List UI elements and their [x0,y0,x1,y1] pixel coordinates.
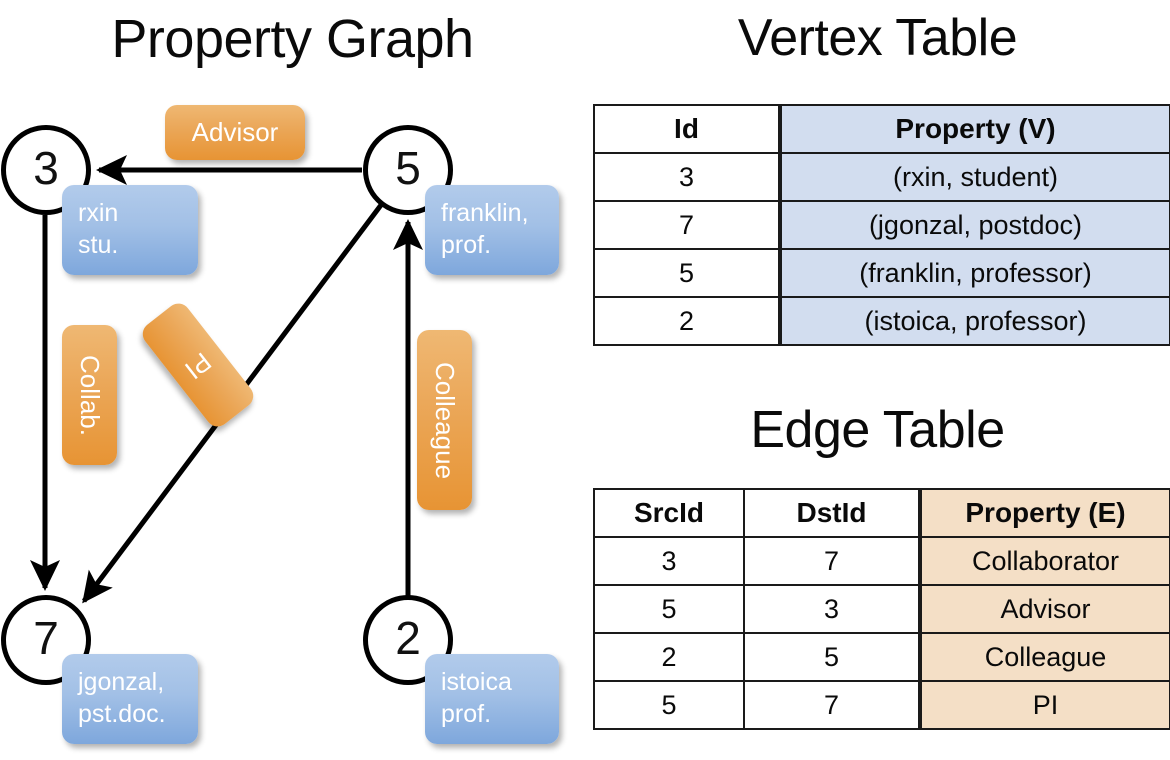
page-title-edge-table: Edge Table [750,401,1005,459]
vertex-row-2-id: 5 [593,248,781,298]
edge-table-header-row: SrcId DstId Property (E) [593,488,1170,538]
edge-table-header-srcid: SrcId [593,488,745,538]
vertex-callout-3-line2: stu. [78,231,119,259]
edge-row-0-src: 3 [593,536,745,586]
vertex-callout-5-line2: prof. [441,231,492,259]
graph-node-3-id: 3 [33,142,59,194]
vertex-row-1-property: (jgonzal, postdoc) [778,200,1170,250]
edge-label-colleague-text: Colleague [430,361,460,479]
edge-row-0-property: Collaborator [918,536,1170,586]
vertex-callout-7[interactable]: jgonzal, pst.doc. [62,654,198,744]
vertex-callout-2-line1: istoica [441,668,512,696]
graph-node-5-id: 5 [395,142,421,194]
vertex-row-1-id: 7 [593,200,781,250]
graph-node-7-id: 7 [33,612,59,664]
vertex-table-header-row: Id Property (V) [593,104,1170,154]
vertex-callout-5-line1: franklin, [441,199,529,227]
edge-row-2-dst: 5 [743,632,921,682]
vertex-callout-2[interactable]: istoica prof. [425,654,559,744]
vertex-row-3-id: 2 [593,296,781,346]
edge-row-3-dst: 7 [743,680,921,730]
edge-label-colleague[interactable]: Colleague [417,330,472,510]
edge-table: SrcId DstId Property (E) 3 7 Collaborato… [593,488,1170,730]
vertex-callout-2-line2: prof. [441,700,492,728]
property-graph-panel: Property Graph 3 5 7 2 rxin stu. frankli… [1,9,559,744]
edge-label-advisor-text: Advisor [191,117,279,147]
table-row[interactable]: 7 (jgonzal, postdoc) [593,200,1170,250]
table-row[interactable]: 5 3 Advisor [593,584,1170,634]
edge-table-header-dstid: DstId [743,488,921,538]
edge-row-1-property: Advisor [918,584,1170,634]
graph-node-5[interactable]: 5 [363,125,453,215]
vertex-callout-7-line2: pst.doc. [78,700,166,728]
vertex-table: Id Property (V) 3 (rxin, student) 7 (jgo… [593,104,1170,346]
vertex-callout-3-line1: rxin [78,199,119,227]
edge-table-header-property: Property (E) [918,488,1170,538]
vertex-row-0-id: 3 [593,152,781,202]
edge-label-collab-text: Collab. [75,354,105,436]
edge-row-1-src: 5 [593,584,745,634]
edge-label-pi-text: PI [179,346,218,385]
edge-row-2-src: 2 [593,632,745,682]
edge-row-3-property: PI [918,680,1170,730]
edge-row-3-src: 5 [593,680,745,730]
table-row[interactable]: 3 7 Collaborator [593,536,1170,586]
table-row[interactable]: 5 7 PI [593,680,1170,730]
edge-row-2-property: Colleague [918,632,1170,682]
page-title-vertex-table: Vertex Table [737,9,1018,67]
vertex-callout-5[interactable]: franklin, prof. [425,185,559,275]
vertex-callout-3[interactable]: rxin stu. [62,185,198,275]
edge-label-advisor[interactable]: Advisor [165,105,305,160]
edge-row-1-dst: 3 [743,584,921,634]
edge-row-0-dst: 7 [743,536,921,586]
graph-node-2-id: 2 [395,612,421,664]
page-title-property-graph: Property Graph [111,9,474,69]
vertex-row-0-property: (rxin, student) [778,152,1170,202]
table-row[interactable]: 2 5 Colleague [593,632,1170,682]
vertex-row-3-property: (istoica, professor) [778,296,1170,346]
vertex-table-header-property: Property (V) [778,104,1170,154]
graph-node-2[interactable]: 2 [363,595,453,685]
edge-label-collab[interactable]: Collab. [62,325,117,465]
vertex-table-header-id: Id [593,104,781,154]
vertex-row-2-property: (franklin, professor) [778,248,1170,298]
table-row[interactable]: 2 (istoica, professor) [593,296,1170,346]
table-row[interactable]: 3 (rxin, student) [593,152,1170,202]
table-row[interactable]: 5 (franklin, professor) [593,248,1170,298]
vertex-callout-7-line1: jgonzal, [78,668,165,696]
